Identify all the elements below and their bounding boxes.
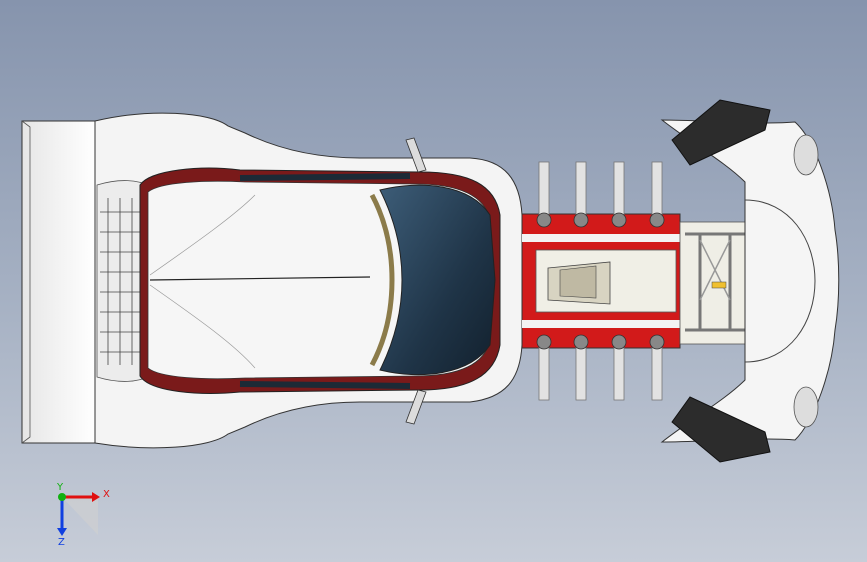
x-axis-label: X <box>103 489 110 500</box>
front-nose <box>660 119 840 443</box>
x-axis-arrowhead <box>92 492 100 502</box>
cabin <box>139 167 501 394</box>
front-wheels <box>671 99 771 463</box>
z-axis-arrowhead <box>57 528 67 536</box>
front-frame <box>679 221 751 345</box>
triad-plane <box>62 497 98 535</box>
y-axis-label: Y <box>56 482 64 493</box>
z-axis-label: Z <box>58 537 65 548</box>
engine-block <box>521 161 681 401</box>
side-mirrors <box>405 137 427 425</box>
y-axis-dot <box>58 493 66 501</box>
